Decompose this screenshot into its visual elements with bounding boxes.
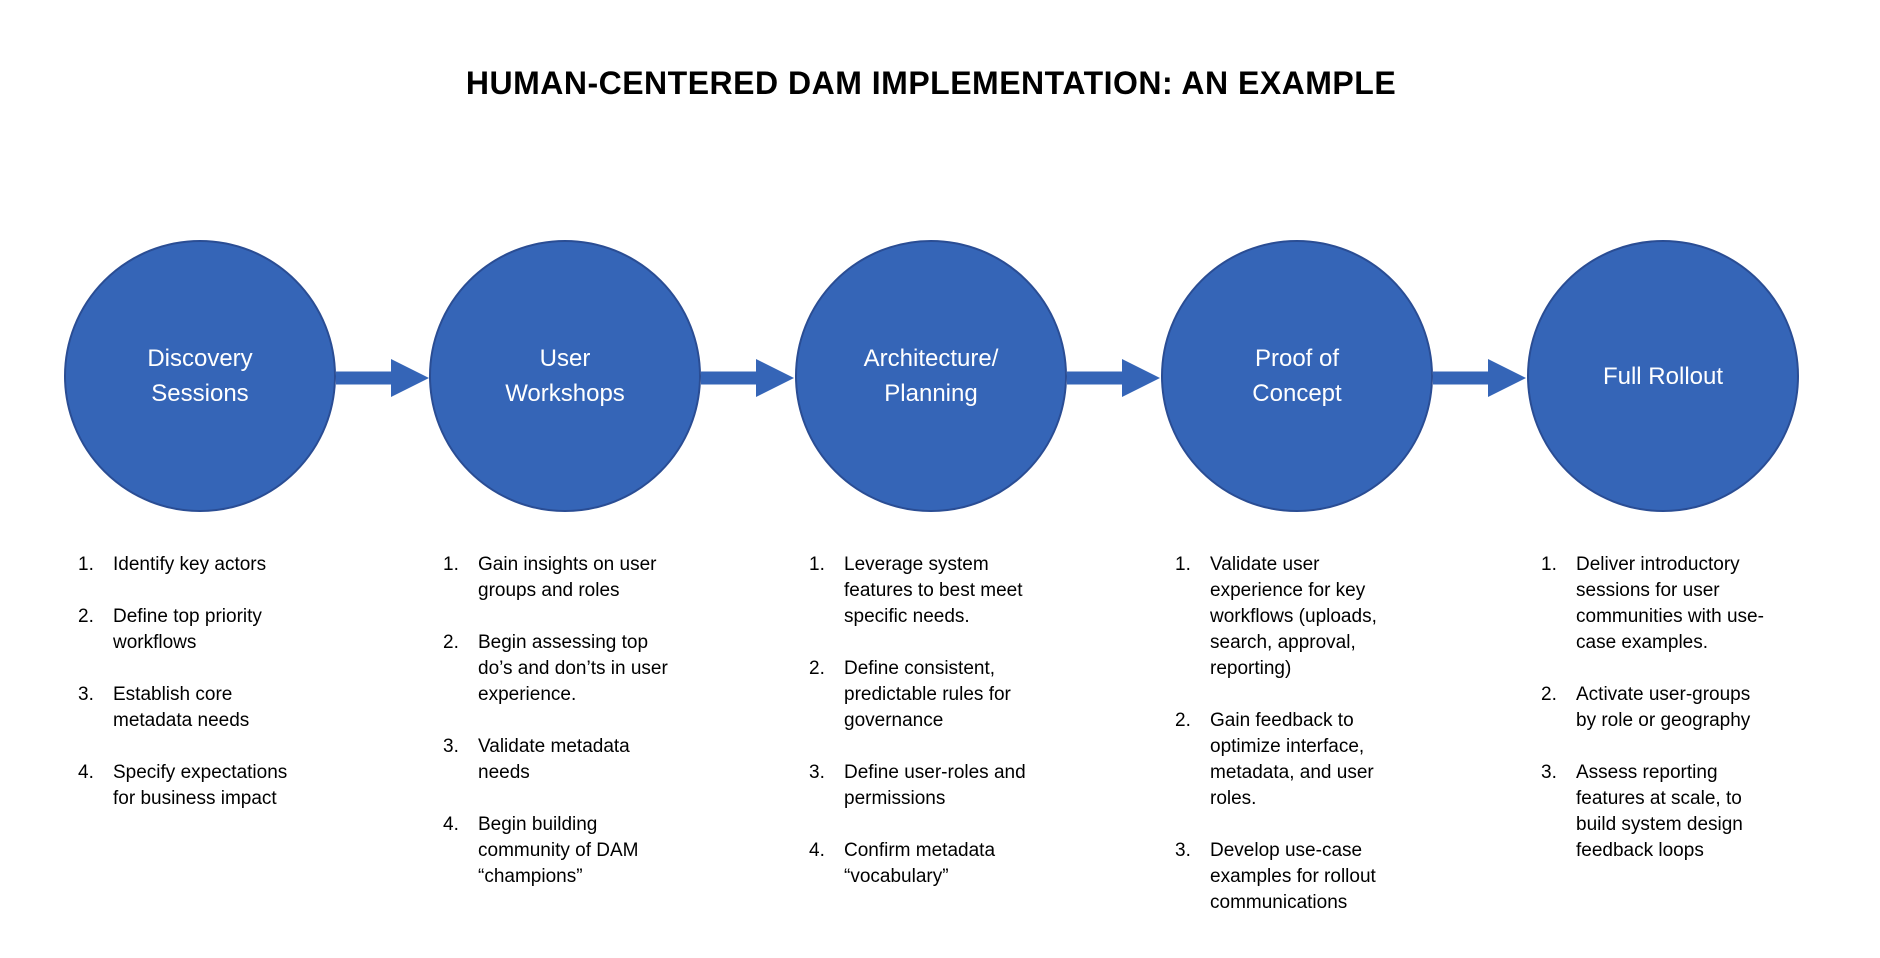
item-text: Confirm metadata “vocabulary” — [844, 840, 996, 887]
stage-label: Architecture/ Planning — [864, 341, 999, 411]
list-item: 2. Define top priority workflows — [78, 604, 350, 656]
stage-label-line: Workshops — [505, 380, 625, 407]
stage-label: Discovery Sessions — [147, 341, 252, 411]
item-number: 3. — [1541, 762, 1557, 783]
item-number: 1. — [78, 554, 94, 575]
stage-label-line: Architecture/ — [863, 345, 999, 372]
list-item: 2. Begin assessing top do’s and don’ts i… — [443, 630, 715, 708]
item-number: 1. — [443, 554, 459, 575]
stage-circle: User Workshops — [429, 240, 701, 512]
item-number: 3. — [443, 736, 459, 757]
stage-steps-list: 1. Leverage system features to best meet… — [781, 552, 1081, 890]
item-text: Begin building community of DAM “champio… — [478, 814, 639, 887]
item-number: 3. — [809, 762, 825, 783]
item-number: 1. — [1541, 554, 1557, 575]
item-text: Activate user-groups by role or geograph… — [1576, 684, 1751, 731]
item-text: Establish core metadata needs — [113, 684, 250, 731]
stage-label-line: User — [539, 345, 591, 372]
stage-label-line: Sessions — [151, 380, 249, 407]
stage-circle: Proof of Concept — [1161, 240, 1433, 512]
stage-label-line: Full Rollout — [1602, 362, 1724, 390]
item-number: 2. — [1175, 710, 1191, 731]
stage-full-rollout: Full Rollout 1. Deliver introductory ses… — [1513, 240, 1813, 890]
stage-steps-list: 1. Validate user experience for key work… — [1147, 552, 1447, 916]
list-item: 4. Specify expectations for business imp… — [78, 760, 350, 812]
stage-steps-list: 1. Gain insights on user groups and role… — [415, 552, 715, 890]
list-item: 3. Define user-roles and permissions — [809, 760, 1081, 812]
item-text: Begin assessing top do’s and don’ts in u… — [478, 632, 668, 705]
item-number: 4. — [78, 762, 94, 783]
list-item: 1. Identify key actors — [78, 552, 350, 578]
list-item: 2. Activate user-groups by role or geogr… — [1541, 682, 1813, 734]
item-number: 4. — [809, 840, 825, 861]
list-item: 1. Validate user experience for key work… — [1175, 552, 1447, 682]
flow-arrow-icon — [336, 355, 429, 401]
stage-discovery-sessions: Discovery Sessions 1. Identify key actor… — [50, 240, 350, 838]
stage-architecture-planning: Architecture/ Planning 1. Leverage syste… — [781, 240, 1081, 916]
item-text: Deliver introductory sessions for user c… — [1576, 554, 1764, 653]
flow-arrow-icon — [1067, 355, 1160, 401]
item-text: Assess reporting features at scale, to b… — [1576, 762, 1743, 861]
list-item: 3. Develop use-case examples for rollout… — [1175, 838, 1447, 916]
item-number: 3. — [78, 684, 94, 705]
list-item: 1. Gain insights on user groups and role… — [443, 552, 715, 604]
list-item: 4. Confirm metadata “vocabulary” — [809, 838, 1081, 890]
stage-steps-list: 1. Identify key actors 2. Define top pri… — [50, 552, 350, 812]
stage-label: Proof of Concept — [1252, 341, 1341, 411]
item-text: Define user-roles and permissions — [844, 762, 1026, 809]
list-item: 1. Deliver introductory sessions for use… — [1541, 552, 1813, 656]
stage-circle: Full Rollout — [1527, 240, 1799, 512]
stage-label-line: Planning — [884, 380, 978, 407]
stage-proof-of-concept: Proof of Concept 1. Validate user experi… — [1147, 240, 1447, 942]
stage-circle: Discovery Sessions — [64, 240, 336, 512]
item-number: 4. — [443, 814, 459, 835]
stage-steps-list: 1. Deliver introductory sessions for use… — [1513, 552, 1813, 864]
stage-user-workshops: User Workshops 1. Gain insights on user … — [415, 240, 715, 916]
item-text: Specify expectations for business impact — [113, 762, 288, 809]
item-text: Validate metadata needs — [478, 736, 630, 783]
stage-label-line: Discovery — [147, 345, 253, 372]
list-item: 3. Validate metadata needs — [443, 734, 715, 786]
stage-label-line: Proof of — [1254, 345, 1340, 372]
list-item: 2. Gain feedback to optimize interface, … — [1175, 708, 1447, 812]
item-text: Develop use-case examples for rollout co… — [1210, 840, 1376, 913]
list-item: 4. Begin building community of DAM “cham… — [443, 812, 715, 890]
item-number: 2. — [1541, 684, 1557, 705]
flow-arrow-icon — [1433, 355, 1526, 401]
item-text: Identify key actors — [113, 554, 267, 575]
item-text: Validate user experience for key workflo… — [1210, 554, 1377, 679]
item-number: 2. — [443, 632, 459, 653]
item-number: 3. — [1175, 840, 1191, 861]
stage-label: User Workshops — [505, 341, 625, 411]
list-item: 2. Define consistent, predictable rules … — [809, 656, 1081, 734]
item-text: Leverage system features to best meet sp… — [844, 554, 1023, 627]
list-item: 3. Establish core metadata needs — [78, 682, 350, 734]
stage-label-line: Concept — [1252, 380, 1342, 407]
item-number: 1. — [1175, 554, 1191, 575]
item-text: Define consistent, predictable rules for… — [844, 658, 1011, 731]
item-text: Gain feedback to optimize interface, met… — [1210, 710, 1374, 809]
list-item: 3. Assess reporting features at scale, t… — [1541, 760, 1813, 864]
stage-label: Full Rollout — [1603, 359, 1723, 394]
item-number: 2. — [809, 658, 825, 679]
item-text: Gain insights on user groups and roles — [478, 554, 657, 601]
flow-arrow-icon — [701, 355, 794, 401]
item-text: Define top priority workflows — [113, 606, 262, 653]
list-item: 1. Leverage system features to best meet… — [809, 552, 1081, 630]
item-number: 2. — [78, 606, 94, 627]
item-number: 1. — [809, 554, 825, 575]
stage-circle: Architecture/ Planning — [795, 240, 1067, 512]
page-title: HUMAN-CENTERED DAM IMPLEMENTATION: AN EX… — [465, 65, 1397, 101]
